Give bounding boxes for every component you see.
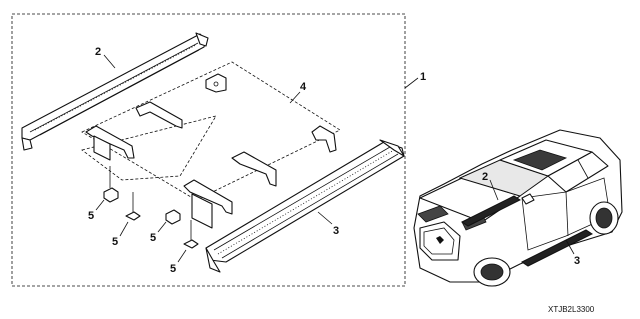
bolt-c — [165, 209, 181, 225]
vehicle-illustration — [413, 129, 623, 287]
callout-bolt-b: 5 — [112, 236, 118, 248]
callout-kit: 1 — [420, 71, 426, 83]
callout-bolt-c: 5 — [150, 232, 156, 244]
right-board-leader — [317, 211, 333, 225]
vehicle-sunroof — [512, 149, 568, 171]
callout-left-step: 2 — [95, 46, 101, 58]
bracket-mid-right — [231, 151, 277, 187]
bolt-d — [183, 220, 199, 249]
vehicle-right-leader — [565, 239, 575, 255]
vehicle-running-board — [521, 229, 593, 267]
kit-boundary — [11, 13, 406, 287]
right-running-board — [205, 139, 405, 273]
figure-code: XTJB2L3300 — [548, 305, 595, 314]
bracket-lower-left — [183, 179, 233, 229]
callout-brackets: 4 — [300, 81, 307, 93]
left-running-board — [21, 32, 209, 151]
callout-vehicle-right: 3 — [574, 255, 580, 267]
callout-bolt-a: 5 — [88, 210, 94, 222]
bolt-c-leader — [157, 221, 167, 233]
bolt-b — [125, 192, 141, 221]
vehicle-left-step-highlight — [461, 195, 521, 227]
bolt-a — [103, 166, 119, 203]
bracket-top — [205, 73, 227, 93]
brackets-leader — [289, 91, 301, 104]
bolt-d-leader — [177, 249, 187, 263]
vehicle-left-leader — [489, 179, 499, 201]
bracket-upper-left — [135, 101, 183, 129]
callout-right-step: 3 — [333, 225, 339, 237]
kit-leader — [404, 77, 419, 89]
bolt-b-leader — [119, 221, 129, 237]
callout-bolt-d: 5 — [170, 263, 176, 275]
callout-vehicle-left: 2 — [482, 171, 488, 183]
bracket-group-lower — [81, 115, 217, 181]
bracket-mid-left — [85, 125, 135, 161]
left-board-leader — [103, 54, 116, 69]
bolt-a-leader — [95, 199, 105, 211]
bracket-upper-right — [311, 125, 337, 153]
